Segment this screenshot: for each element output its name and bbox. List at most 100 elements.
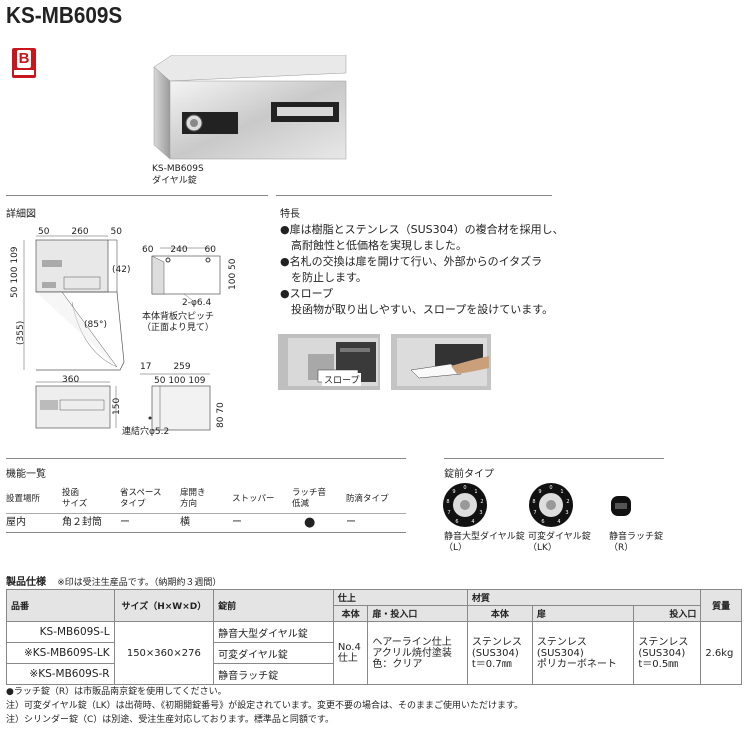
spec-model: KS-MB609S-L <box>6 621 115 643</box>
spec-weight: 2.6kg <box>700 621 742 685</box>
product-photo <box>153 55 347 160</box>
spec-table: 品番 サイズ（H×W×D） 錠前 仕上 材質 質量 本体 扉・投入口 本体 扉 … <box>6 589 742 685</box>
spec-header-size: サイズ（H×W×D） <box>113 589 215 622</box>
spec-header-weight: 質量 <box>700 589 742 622</box>
svg-text:8: 8 <box>532 499 535 505</box>
back-caption-line1: 本体背板穴ピッチ <box>142 312 215 322</box>
func-header-space: 省スペース タイプ <box>120 488 162 509</box>
back-hole-label: 2-φ6.4 <box>182 298 212 308</box>
lock-type-code: （L） <box>444 543 468 553</box>
svg-text:6: 6 <box>541 519 544 525</box>
features-label: 特長 <box>280 209 300 220</box>
front-dim-left: 50 <box>38 227 50 237</box>
spec-header-finish-body: 本体 <box>332 605 369 622</box>
spec-header-lock: 錠前 <box>213 589 334 622</box>
bottom-side-dim: 150 <box>112 397 122 415</box>
slope-photo-2 <box>391 334 491 390</box>
svg-text:7: 7 <box>447 510 450 516</box>
svg-text:0: 0 <box>549 485 552 491</box>
specs-note: ※印は受注生産品です。（納期約３週間） <box>57 578 222 588</box>
side-dim-angle: (85°) <box>84 320 107 330</box>
spec-header-material: 材質 <box>466 589 702 606</box>
feature-line: 投函物が取り出しやすい、スロープを設けています。 <box>280 303 554 316</box>
back-caption: 本体背板穴ピッチ （正面より見て） <box>142 312 214 334</box>
lock-type-code: （LK） <box>528 543 557 553</box>
back-dims: 60 240 60 <box>142 245 216 255</box>
feature-line: ●スロープ <box>280 287 333 300</box>
spec-size: 150×360×276 <box>113 621 215 685</box>
top-dims: 17 259 <box>140 362 191 372</box>
spec-lock: 静音大型ダイヤル錠 <box>213 621 334 643</box>
specs-label: 製品仕様 <box>6 577 46 588</box>
top-dim-259: 259 <box>173 362 191 372</box>
footnote: 注）シリンダー錠（C）は別途、受注生産対応しております。標準品と同額です。 <box>6 715 334 725</box>
slope-photo-label: スロープ <box>322 373 362 386</box>
feature-line: ●名札の交換は扉を開けて行い、外部からのイタズラ <box>280 255 543 268</box>
detail-label: 詳細図 <box>6 209 36 220</box>
specs-heading: 製品仕様 ※印は受注生産品です。（納期約３週間） <box>6 573 221 588</box>
spec-header-mat-body: 本体 <box>466 605 533 622</box>
func-header-door: 扉開き 方向 <box>180 488 206 509</box>
spec-model: ※KS-MB609S-LK <box>6 642 115 664</box>
product-caption: KS-MB609S ダイヤル錠 <box>152 163 204 187</box>
back-dim-left: 60 <box>142 245 154 255</box>
function-list-label: 機能一覧 <box>6 469 46 480</box>
footnote: ●ラッチ錠（R）は市販品南京錠を使用してください。 <box>6 687 227 697</box>
spec-lock: 可変ダイヤル錠 <box>213 642 334 664</box>
spec-header-finish-door: 扉・投入口 <box>367 605 468 622</box>
features-list: ●扉は樹脂とステンレス（SUS304）の複合材を採用し、 高耐蝕性と低価格を実現… <box>280 222 570 318</box>
footnotes: ●ラッチ錠（R）は市販品南京錠を使用してください。 注）可変ダイヤル錠（LK）は… <box>6 685 523 727</box>
lock-type-name: 可変ダイヤル錠 <box>528 532 591 542</box>
svg-text:1: 1 <box>560 489 563 495</box>
side-dim-355: (355) <box>16 320 26 345</box>
feature-line: 高耐蝕性と低価格を実現しました。 <box>280 239 467 252</box>
spec-header-finish: 仕上 <box>332 589 468 606</box>
svg-text:9: 9 <box>538 489 541 495</box>
func-header-latch: ラッチ音 低減 <box>292 488 327 509</box>
back-dim-center: 240 <box>170 245 188 255</box>
back-caption-line2: （正面より見て） <box>142 323 214 333</box>
func-header-stopper: ストッパー <box>232 494 275 504</box>
func-value-size: 角２封筒 <box>62 517 102 528</box>
spec-header-mat-slot: 投入口 <box>633 605 702 622</box>
svg-text:4: 4 <box>471 519 474 525</box>
back-dim-vertical: 100 50 <box>228 258 238 291</box>
product-caption-lock: ダイヤル錠 <box>152 176 197 186</box>
slope-photo-1 <box>278 334 380 390</box>
func-header-drip: 防滴タイプ <box>346 494 389 504</box>
spec-model: ※KS-MB609S-R <box>6 663 115 685</box>
lock-type-name: 静音大型ダイヤル錠 <box>444 532 525 542</box>
func-value-space: ー <box>120 517 130 528</box>
front-width-dims: 50 260 50 <box>38 227 122 237</box>
func-value-drip: ー <box>346 517 356 528</box>
spec-finish-door: ヘアーライン仕上 アクリル焼付塗装 色：クリア <box>367 621 468 685</box>
product-caption-model: KS-MB609S <box>152 164 204 174</box>
spec-lock: 静音ラッチ錠 <box>213 663 334 685</box>
spec-mat-body: ステンレス (SUS304) t＝0.7㎜ <box>466 621 533 685</box>
lock-type-variable: 可変ダイヤル錠 （LK） <box>528 532 591 554</box>
lock-type-large: 静音大型ダイヤル錠 （L） <box>444 532 525 554</box>
bottom-width-dim: 360 <box>62 375 80 385</box>
latch-lock-icon <box>611 496 631 516</box>
func-value-location: 屋内 <box>6 517 26 528</box>
back-dim-right: 60 <box>204 245 216 255</box>
lock-type-name: 静音ラッチ錠 <box>609 532 664 542</box>
func-header-size: 投函 サイズ <box>62 488 88 509</box>
func-value-stopper: ー <box>232 517 242 528</box>
svg-text:0: 0 <box>463 485 466 491</box>
lock-type-latch: 静音ラッチ錠 （R） <box>609 532 663 554</box>
lock-type-code: （R） <box>609 543 634 553</box>
svg-text:1: 1 <box>474 489 477 495</box>
spec-mat-slot: ステンレス (SUS304) t＝0.5㎜ <box>633 621 702 685</box>
func-value-latch: ● <box>304 515 316 530</box>
feature-line: ●扉は樹脂とステンレス（SUS304）の複合材を採用し、 <box>280 223 564 236</box>
top-sub-dims: 50 100 109 <box>154 376 206 386</box>
svg-text:2: 2 <box>480 499 483 505</box>
side-dim-42: (42) <box>112 265 131 275</box>
top-dim-17: 17 <box>140 362 152 372</box>
svg-text:7: 7 <box>533 510 536 516</box>
svg-text:9: 9 <box>452 489 455 495</box>
page-title: KS-MB609S <box>6 2 123 28</box>
